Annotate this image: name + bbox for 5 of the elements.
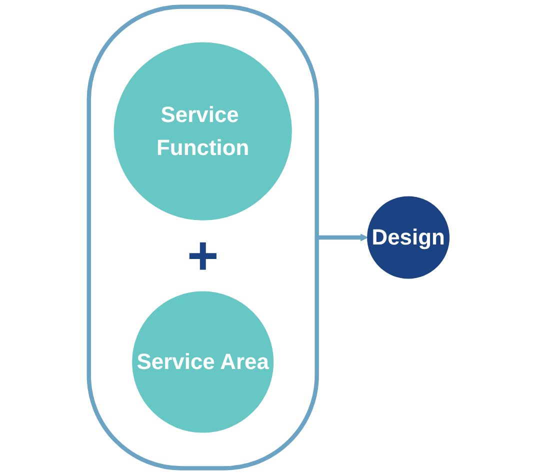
arrow [316,234,368,242]
node-circle [114,42,292,220]
node-circle [367,196,450,279]
plus-sign: + [187,228,219,283]
node-circle [132,291,274,433]
